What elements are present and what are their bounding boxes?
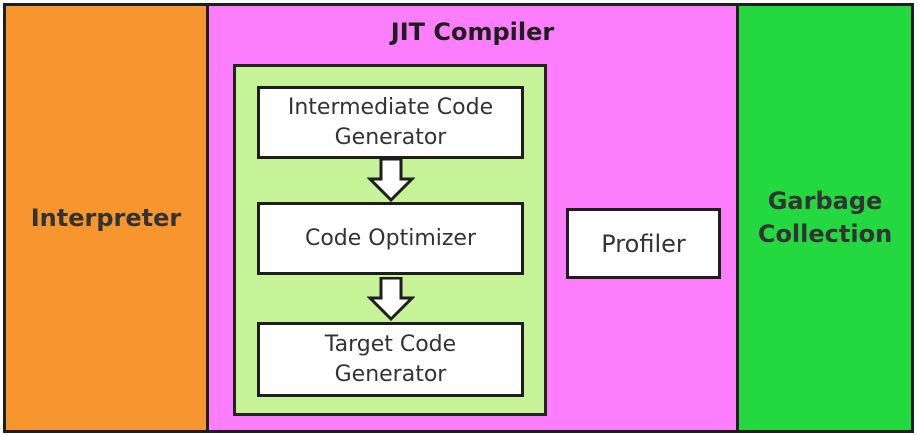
jit-compiler-title: JIT Compiler <box>390 18 555 46</box>
interpreter-block: Interpreter <box>3 3 209 433</box>
code-optimizer-box: Code Optimizer <box>257 202 524 275</box>
interpreter-label: Interpreter <box>30 203 182 232</box>
garbage-collection-block: Garbage Collection <box>736 3 914 433</box>
target-code-generator-box: Target Code Generator <box>257 322 524 397</box>
profiler-box: Profiler <box>566 208 721 279</box>
down-arrow-icon <box>367 277 415 321</box>
intermediate-code-generator-box: Intermediate Code Generator <box>257 86 524 159</box>
garbage-collection-label: Garbage Collection <box>757 187 893 248</box>
down-arrow-icon <box>367 158 415 202</box>
